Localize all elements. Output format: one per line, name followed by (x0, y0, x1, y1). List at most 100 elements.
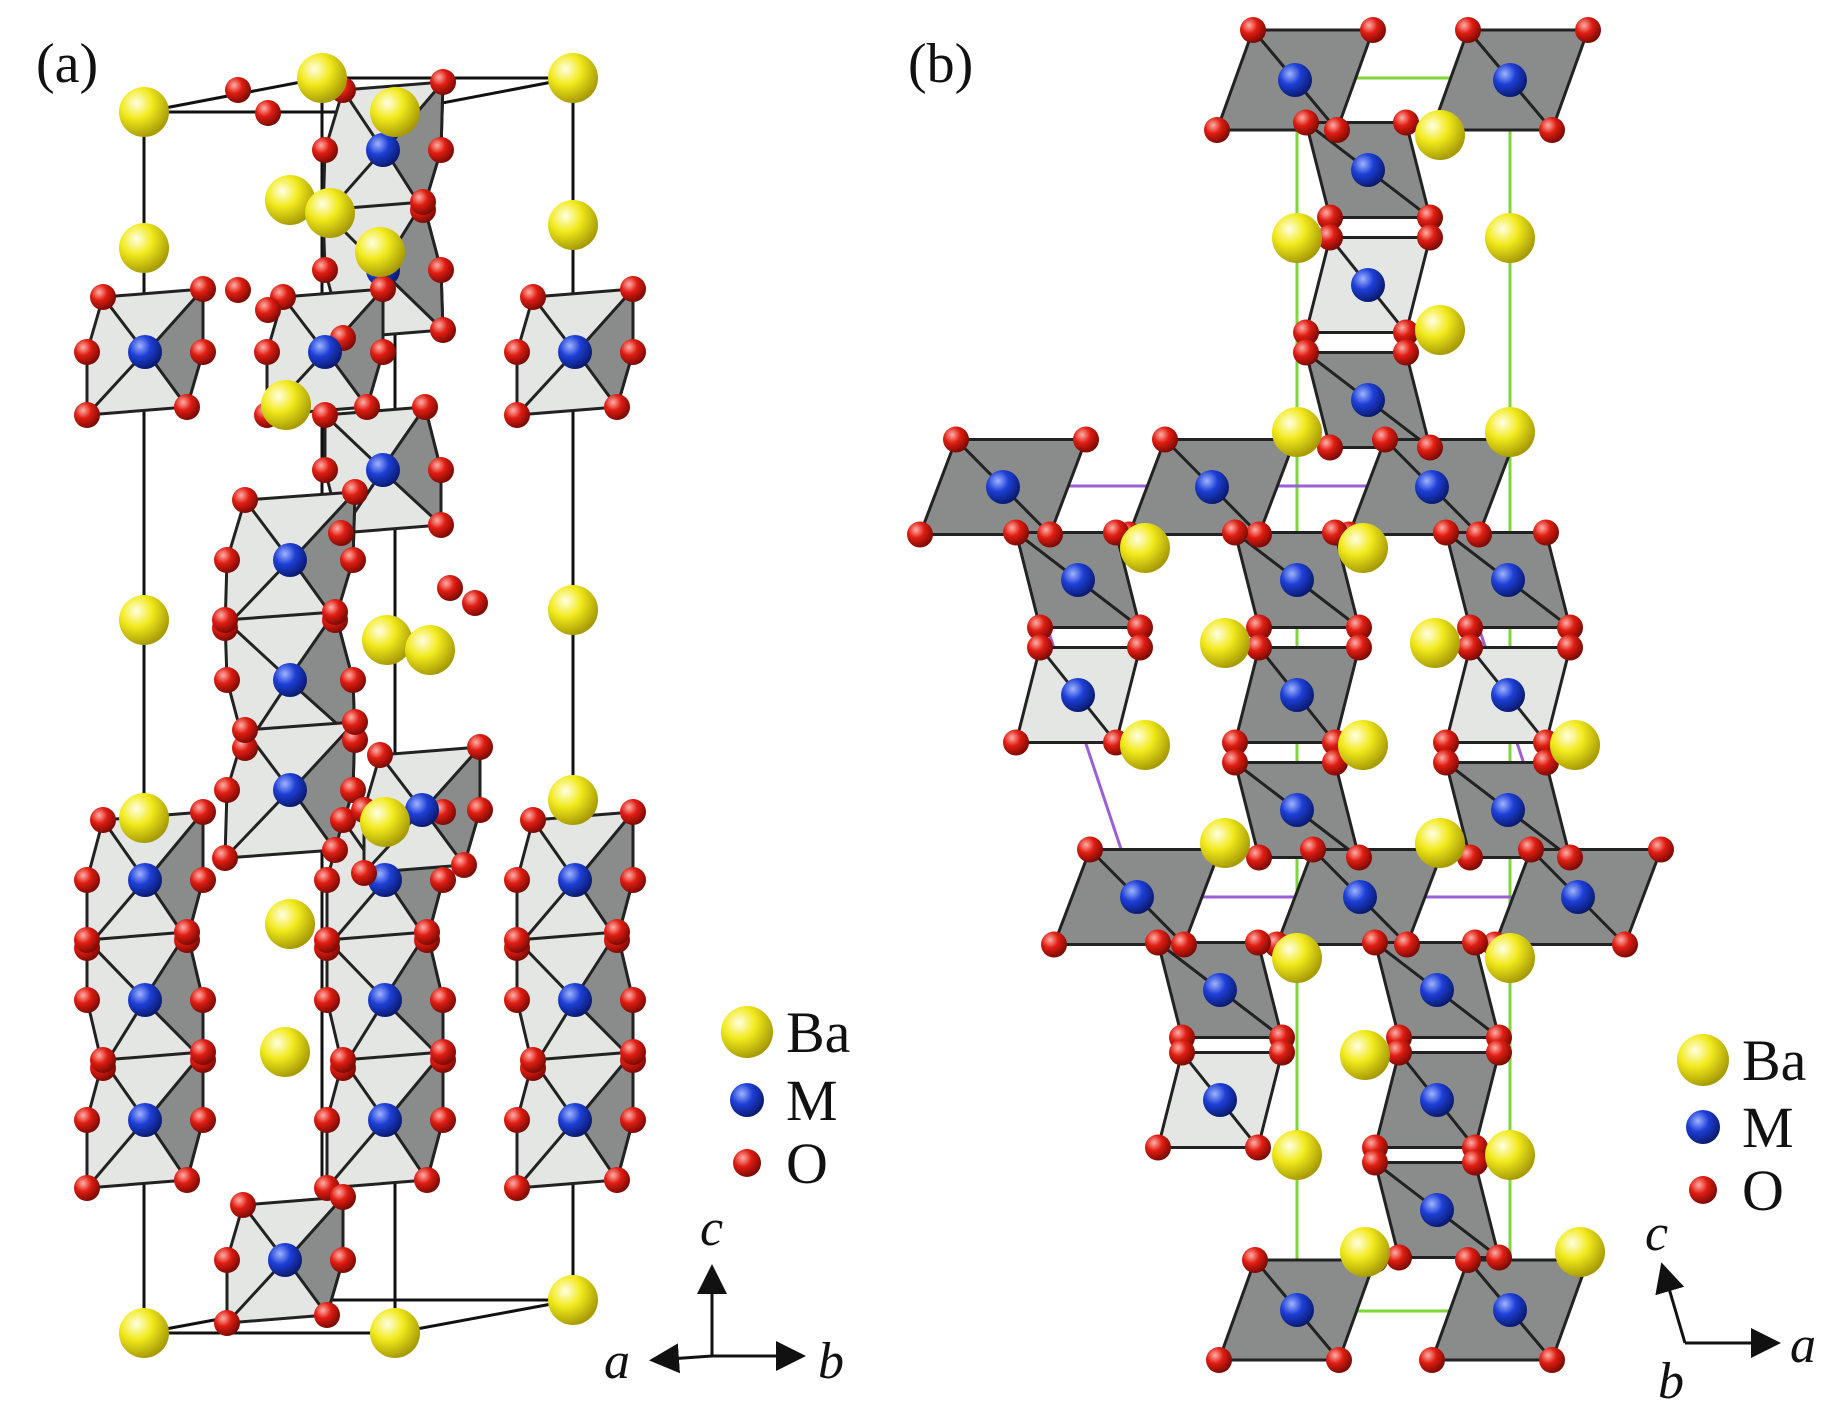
panel-a-octahedron-10-oxygen-4 (74, 987, 100, 1013)
panel-a-octahedron-6-oxygen-5 (340, 547, 366, 573)
panel-a-barium-17 (362, 615, 412, 665)
panel-a-octahedron-17-oxygen-2 (504, 1175, 530, 1201)
panel-b-polyhedron-17-oxygen-0 (1300, 836, 1326, 863)
panel-a-barium-4 (119, 223, 169, 273)
panel-a-octahedron-14-oxygen-4 (314, 1107, 340, 1133)
panel-a-octahedron-5-oxygen-3 (428, 512, 454, 538)
panel-a-octahedron-14-metal (368, 1103, 402, 1137)
panel-a-barium-19 (360, 797, 410, 847)
panel-b-polyhedron-16-oxygen-2 (1171, 931, 1197, 958)
panel-a-octahedron-11-oxygen-5 (190, 1107, 216, 1133)
panel-a-barium-7 (548, 585, 598, 635)
panel-b-barium-21 (1555, 1227, 1605, 1277)
panel-a-octahedron-15-oxygen-1 (620, 799, 646, 825)
panel-a-octahedron-6-oxygen-1 (342, 479, 368, 505)
panel-b-barium-17 (1340, 1030, 1390, 1080)
panel-a-octahedron-5-oxygen-5 (428, 457, 454, 483)
panel-b-barium-18 (1272, 1130, 1322, 1180)
panel-a-barium-12 (370, 1308, 420, 1358)
legend-a-m-swatch (730, 1083, 764, 1117)
panel-a-octahedron-7-oxygen-0 (212, 607, 238, 633)
panel-a-octahedron-8-oxygen-4 (214, 777, 240, 803)
panel-a-barium-18 (405, 625, 455, 675)
panel-b-polyhedron-3-oxygen-3 (1293, 319, 1319, 346)
panel-b-polyhedron-10-oxygen-1 (1533, 519, 1559, 546)
panel-b-polyhedron-15-metal (1491, 793, 1525, 827)
panel-b-barium-14 (1550, 720, 1600, 770)
panel-a-octahedron-17-oxygen-3 (604, 1167, 630, 1193)
axis-a-c-label: c (700, 1200, 723, 1257)
panel-b-polyhedron-21-metal (1203, 1083, 1237, 1117)
panel-b-polyhedron-18-oxygen-1 (1648, 836, 1674, 863)
axes-a: c a b (604, 1200, 844, 1390)
panel-a-octahedron-4-metal (558, 335, 592, 369)
panel-a-octahedron-19-oxygen-5 (330, 1247, 356, 1273)
panel-b-polyhedron-18-oxygen-2 (1612, 931, 1638, 958)
panel-a-octahedron-1-oxygen-5 (428, 257, 454, 283)
panel-b-polyhedron-0-oxygen-3 (1204, 117, 1230, 143)
panel-a-octahedron-9-metal (128, 863, 162, 897)
panel-b-polyhedron-19-oxygen-0 (1145, 929, 1171, 956)
panel-b-polyhedron-16-oxygen-3 (1041, 931, 1067, 958)
panel-b-polyhedron-22-oxygen-0 (1386, 1039, 1412, 1066)
panel-b-polyhedron-4-oxygen-1 (1393, 339, 1419, 366)
panel-a-octahedron-16-oxygen-5 (620, 987, 646, 1013)
panel-b-polyhedron-23-oxygen-0 (1362, 1149, 1388, 1176)
panel-b-barium-2 (1485, 213, 1535, 263)
panel-b-polyhedron-5-oxygen-2 (1037, 521, 1063, 548)
panel-b-polyhedron-12-oxygen-3 (1222, 729, 1248, 756)
panel-a-barium-16 (261, 380, 311, 430)
panel-b-polyhedron-16-metal (1120, 880, 1154, 914)
axis-b-c-arrow (1655, 1262, 1687, 1344)
panel-b-polyhedron-2-oxygen-2 (1417, 204, 1443, 231)
panel-a-octahedron-13-oxygen-5 (430, 987, 456, 1013)
panel-a-octahedron-15-oxygen-5 (620, 867, 646, 893)
panel-b-polyhedron-20-oxygen-0 (1362, 929, 1388, 956)
panel-a-octahedron-2-metal (128, 335, 162, 369)
panel-a-octahedron-13-oxygen-4 (314, 987, 340, 1013)
panel-a-octahedron-17-oxygen-1 (620, 1039, 646, 1065)
panel-a-barium-5 (548, 200, 598, 250)
panel-b-polyhedron-3-metal (1351, 268, 1385, 302)
panel-b-polyhedron-10-oxygen-0 (1433, 519, 1459, 546)
panel-b-polyhedron-8-oxygen-0 (1003, 519, 1029, 546)
axis-a-b-label: b (818, 1333, 844, 1390)
panel-a-barium-20 (265, 899, 315, 949)
panel-b-polyhedron-21-oxygen-3 (1145, 1134, 1171, 1161)
panel-a-octahedron-2-oxygen-2 (74, 402, 100, 428)
panel-a-octahedron-14-oxygen-1 (430, 1039, 456, 1065)
panel-b-polyhedron-5-oxygen-3 (907, 521, 933, 548)
panel-a-octahedron-17-oxygen-4 (504, 1107, 530, 1133)
legend-b-m-swatch (1686, 1110, 1720, 1144)
panel-b-polyhedron-14-oxygen-2 (1346, 844, 1372, 871)
panel-b-polyhedron-3-oxygen-1 (1417, 224, 1443, 251)
panel-b-polyhedron-7-oxygen-0 (1372, 426, 1398, 453)
panel-a-octahedron-11-oxygen-1 (190, 1039, 216, 1065)
panel-b-polyhedron-5-oxygen-0 (943, 426, 969, 453)
panel-a-loose-oxygen-3 (255, 297, 281, 323)
panel-a-barium-8 (119, 793, 169, 843)
panel-a-octahedron-5-oxygen-2 (328, 520, 354, 546)
panel-b-polyhedron-6-metal (1195, 470, 1229, 504)
panel-b-barium-9 (1410, 618, 1460, 668)
panel-a-octahedron-10-oxygen-5 (190, 987, 216, 1013)
panel-a-octahedron-4-oxygen-1 (620, 276, 646, 302)
panel-a-octahedron-2-oxygen-5 (190, 339, 216, 365)
panel-a-octahedron-5-oxygen-0 (312, 402, 338, 428)
panel-b-polyhedron-9-oxygen-2 (1346, 614, 1372, 641)
panel-b-polyhedron-7-oxygen-2 (1466, 521, 1492, 548)
panel-a-loose-oxygen-2 (225, 277, 251, 303)
panel-a-loose-oxygen-0 (225, 77, 251, 103)
panel-a-octahedron-11-metal (128, 1103, 162, 1137)
panel-b-polyhedron-19-oxygen-1 (1245, 929, 1271, 956)
panel-b-polyhedron-6-oxygen-0 (1152, 426, 1178, 453)
panel-b-polyhedron-10-metal (1491, 563, 1525, 597)
panel-b-polyhedron-1-oxygen-0 (1455, 17, 1481, 43)
panel-b-barium-5 (1485, 407, 1535, 457)
panel-a-octahedron-7-oxygen-5 (340, 667, 366, 693)
panel-a-octahedron-12-oxygen-4 (314, 867, 340, 893)
panel-b-polyhedron-3-oxygen-2 (1393, 319, 1419, 346)
legend-b: Ba M O (1677, 1028, 1806, 1223)
panel-b-polyhedron-12-oxygen-1 (1346, 634, 1372, 661)
panel-a-octahedron-8-oxygen-1 (342, 709, 368, 735)
